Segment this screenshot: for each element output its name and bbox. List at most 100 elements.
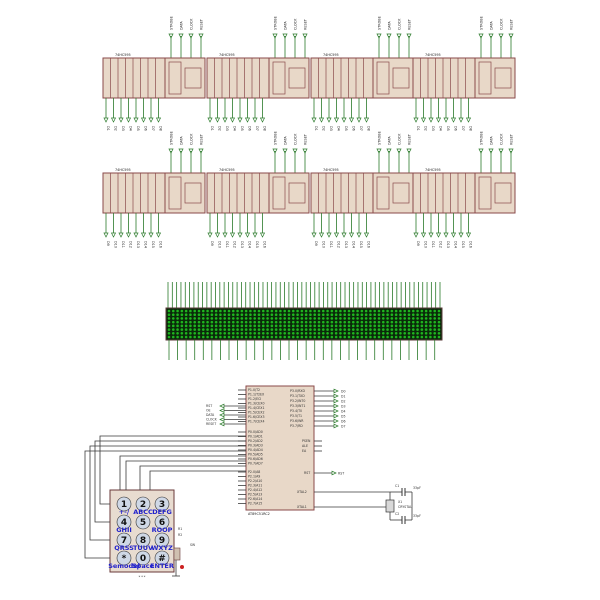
led-dot	[360, 309, 364, 313]
led-dot	[253, 320, 257, 324]
keypad-key[interactable]: 5	[135, 514, 151, 530]
output-pin-label: D14	[144, 241, 148, 248]
output-terminal	[318, 117, 325, 123]
keypad-key[interactable]: 1	[116, 496, 132, 512]
led-dot	[381, 324, 385, 328]
led-dot	[296, 335, 299, 339]
keypad-key[interactable]: 3	[154, 496, 170, 512]
keypad-key[interactable]: 8	[135, 532, 151, 548]
crystal-label: X1	[398, 500, 402, 504]
net-terminal	[188, 148, 194, 154]
key-cap[interactable]	[154, 532, 170, 548]
control-pin-label: CLOCK	[294, 133, 298, 145]
mcu-pin-label: P2.4/A12	[248, 488, 262, 492]
led-dot	[236, 309, 239, 313]
output-pin-label: D2	[322, 126, 326, 131]
led-dot	[399, 335, 402, 339]
port-output-label: D7	[341, 424, 345, 428]
output-pin-label: D15	[255, 241, 259, 248]
led-dot	[266, 320, 269, 324]
output-terminal	[103, 232, 109, 238]
led-dot	[291, 320, 295, 324]
chip-inner-box	[184, 182, 202, 204]
key-cap[interactable]	[135, 496, 151, 512]
net-terminal	[406, 33, 412, 39]
keypad-key[interactable]: 0	[135, 550, 151, 566]
led-dot	[257, 320, 261, 324]
mcu-body	[245, 385, 315, 511]
led-dot	[171, 324, 175, 328]
output-pin-label: D13	[446, 241, 450, 248]
control-pin-label: DATA	[180, 136, 184, 145]
key-cap[interactable]	[154, 496, 170, 512]
led-dot	[240, 317, 244, 320]
key-cap[interactable]	[116, 496, 132, 512]
output-terminal	[207, 232, 213, 238]
led-dot	[176, 324, 179, 328]
led-dot	[249, 328, 252, 331]
output-terminal	[214, 117, 221, 123]
keypad-key[interactable]: 6	[154, 514, 170, 530]
led-dot	[433, 313, 437, 317]
led-dot	[416, 317, 419, 320]
led-dot	[411, 335, 415, 339]
mcu-pin-label: P0.6/AD6	[248, 457, 263, 461]
led-dot	[214, 324, 218, 328]
led-dot	[291, 324, 295, 328]
key-cap[interactable]	[154, 550, 170, 566]
led-dot	[300, 335, 304, 339]
led-dot	[309, 335, 312, 339]
chip-inner-box	[168, 176, 182, 210]
keypad-key[interactable]: 2	[135, 496, 151, 512]
cap-value-label: 33pF	[413, 486, 421, 490]
output-pin-label: D7	[151, 126, 155, 131]
mcu-pin-label: P3.4/T0	[290, 409, 302, 413]
led-dot	[347, 324, 351, 328]
led-dot	[429, 317, 432, 320]
key-cap[interactable]	[135, 514, 151, 530]
led-dot	[390, 309, 394, 313]
output-pin-label: D5	[136, 126, 140, 131]
led-dot	[176, 309, 179, 313]
key-cap[interactable]	[135, 532, 151, 548]
crystal-body	[385, 499, 395, 513]
led-dot	[176, 320, 179, 324]
key-cap[interactable]	[154, 514, 170, 530]
keypad-key[interactable]: 7	[116, 532, 132, 548]
led-dot	[244, 317, 248, 320]
led-dot	[377, 324, 381, 328]
key-cap[interactable]	[135, 550, 151, 566]
led-dot	[309, 320, 312, 324]
led-dot	[381, 317, 385, 320]
output-pin-label: D11	[329, 241, 333, 248]
mcu-pin-label: P2.6/A14	[248, 497, 262, 501]
output-pin-label: D5	[240, 126, 244, 131]
led-dot	[300, 324, 304, 328]
key-cap[interactable]	[116, 514, 132, 530]
keypad-key[interactable]: 4	[116, 514, 132, 530]
keypad-key[interactable]: *	[116, 550, 132, 566]
led-dot	[313, 313, 317, 317]
led-dot	[227, 313, 231, 317]
led-dot	[266, 324, 269, 328]
output-terminal	[222, 117, 228, 123]
led-dot	[223, 320, 227, 324]
led-dot	[356, 335, 359, 339]
led-dot	[321, 313, 325, 317]
keypad-key[interactable]: #	[154, 550, 170, 566]
control-pin-label: RESET	[304, 133, 308, 145]
led-dot	[351, 328, 355, 331]
keypad-key[interactable]: 9	[154, 532, 170, 548]
key-cap[interactable]	[116, 532, 132, 548]
key-cap[interactable]	[116, 550, 132, 566]
led-dot	[197, 328, 201, 331]
led-dot	[201, 324, 205, 328]
led-dot	[334, 328, 338, 331]
mcu-pin-label: P0.1/AD1	[248, 435, 263, 439]
led-dot	[377, 313, 381, 317]
led-dot	[394, 328, 398, 331]
led-dot	[343, 328, 347, 331]
led-dot	[433, 335, 437, 339]
